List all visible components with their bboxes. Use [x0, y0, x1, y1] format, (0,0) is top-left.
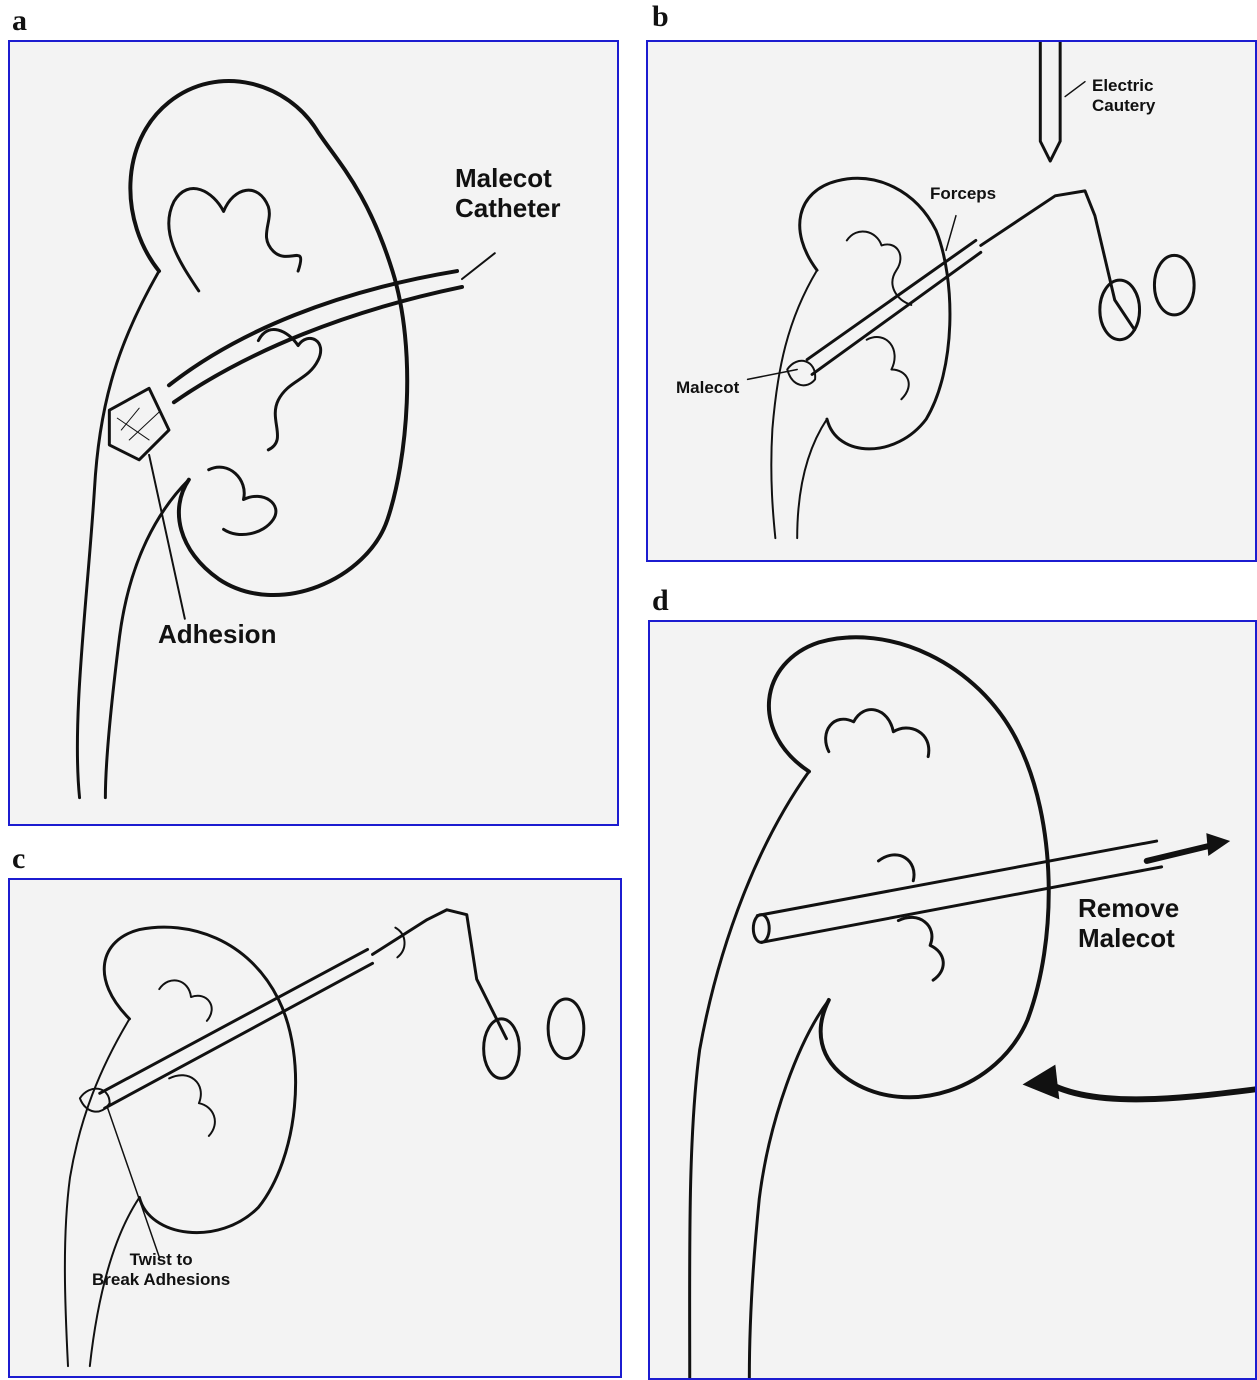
- label-adhesion: Adhesion: [158, 620, 276, 650]
- calyces: [847, 231, 912, 399]
- calyx-lower: [209, 467, 276, 534]
- kidney-outline: [104, 927, 295, 1232]
- panel-a: Malecot Catheter Adhesion: [8, 40, 619, 826]
- catheter-lower-wall: [105, 963, 373, 1108]
- cautery-probe: [1040, 42, 1060, 161]
- cautery-leader: [1065, 82, 1085, 97]
- remove-arrow-head: [1206, 833, 1230, 856]
- panel-b-letter: b: [652, 2, 669, 32]
- forceps-leader: [946, 216, 956, 251]
- forceps-ring-2: [1154, 255, 1194, 315]
- malecot-tip: [787, 361, 815, 386]
- label-electric-cautery: Electric Cautery: [1092, 76, 1155, 115]
- panel-b-illustration: [648, 42, 1255, 560]
- ureter-right: [749, 1000, 828, 1378]
- adhesion-leader: [149, 455, 185, 619]
- label-forceps: Forceps: [930, 184, 996, 204]
- panel-a-illustration: [10, 42, 617, 824]
- forceps: [373, 910, 507, 1039]
- ureter-right: [797, 419, 827, 538]
- catheter-upper-wall: [100, 949, 368, 1093]
- twist-arrow: [395, 928, 404, 958]
- calyx-upper: [169, 189, 301, 291]
- panel-d: Remove Malecot: [648, 620, 1257, 1380]
- adhesion-hatch: [117, 408, 159, 440]
- panel-c-illustration: [10, 880, 620, 1376]
- ureter-outer-left: [77, 271, 159, 798]
- catheter-leader: [462, 253, 495, 279]
- kidney-outline: [800, 178, 950, 448]
- calyces: [826, 710, 944, 981]
- compress-arrow: [1042, 1079, 1255, 1099]
- compress-arrow-head: [1023, 1065, 1060, 1100]
- malecot-tip: [80, 1089, 110, 1112]
- twist-leader: [108, 1108, 160, 1257]
- panel-c: Twist to Break Adhesions: [8, 878, 622, 1378]
- forceps: [981, 191, 1135, 330]
- kidney-outline: [130, 81, 407, 595]
- panel-d-illustration: [650, 622, 1255, 1378]
- label-remove-malecot: Remove Malecot: [1078, 894, 1179, 954]
- malecot-end: [753, 915, 769, 943]
- panel-a-letter: a: [12, 6, 27, 36]
- panel-b: Electric Cautery Forceps Malecot: [646, 40, 1257, 562]
- label-twist-to-break-adhesions: Twist to Break Adhesions: [92, 1250, 230, 1289]
- label-malecot-catheter: Malecot Catheter: [455, 164, 560, 224]
- panel-c-letter: c: [12, 844, 25, 874]
- label-malecot: Malecot: [676, 378, 739, 398]
- ureter-left: [771, 270, 817, 538]
- malecot-tip: [109, 388, 169, 460]
- forceps-ring-2: [548, 999, 584, 1059]
- panel-d-letter: d: [652, 586, 669, 616]
